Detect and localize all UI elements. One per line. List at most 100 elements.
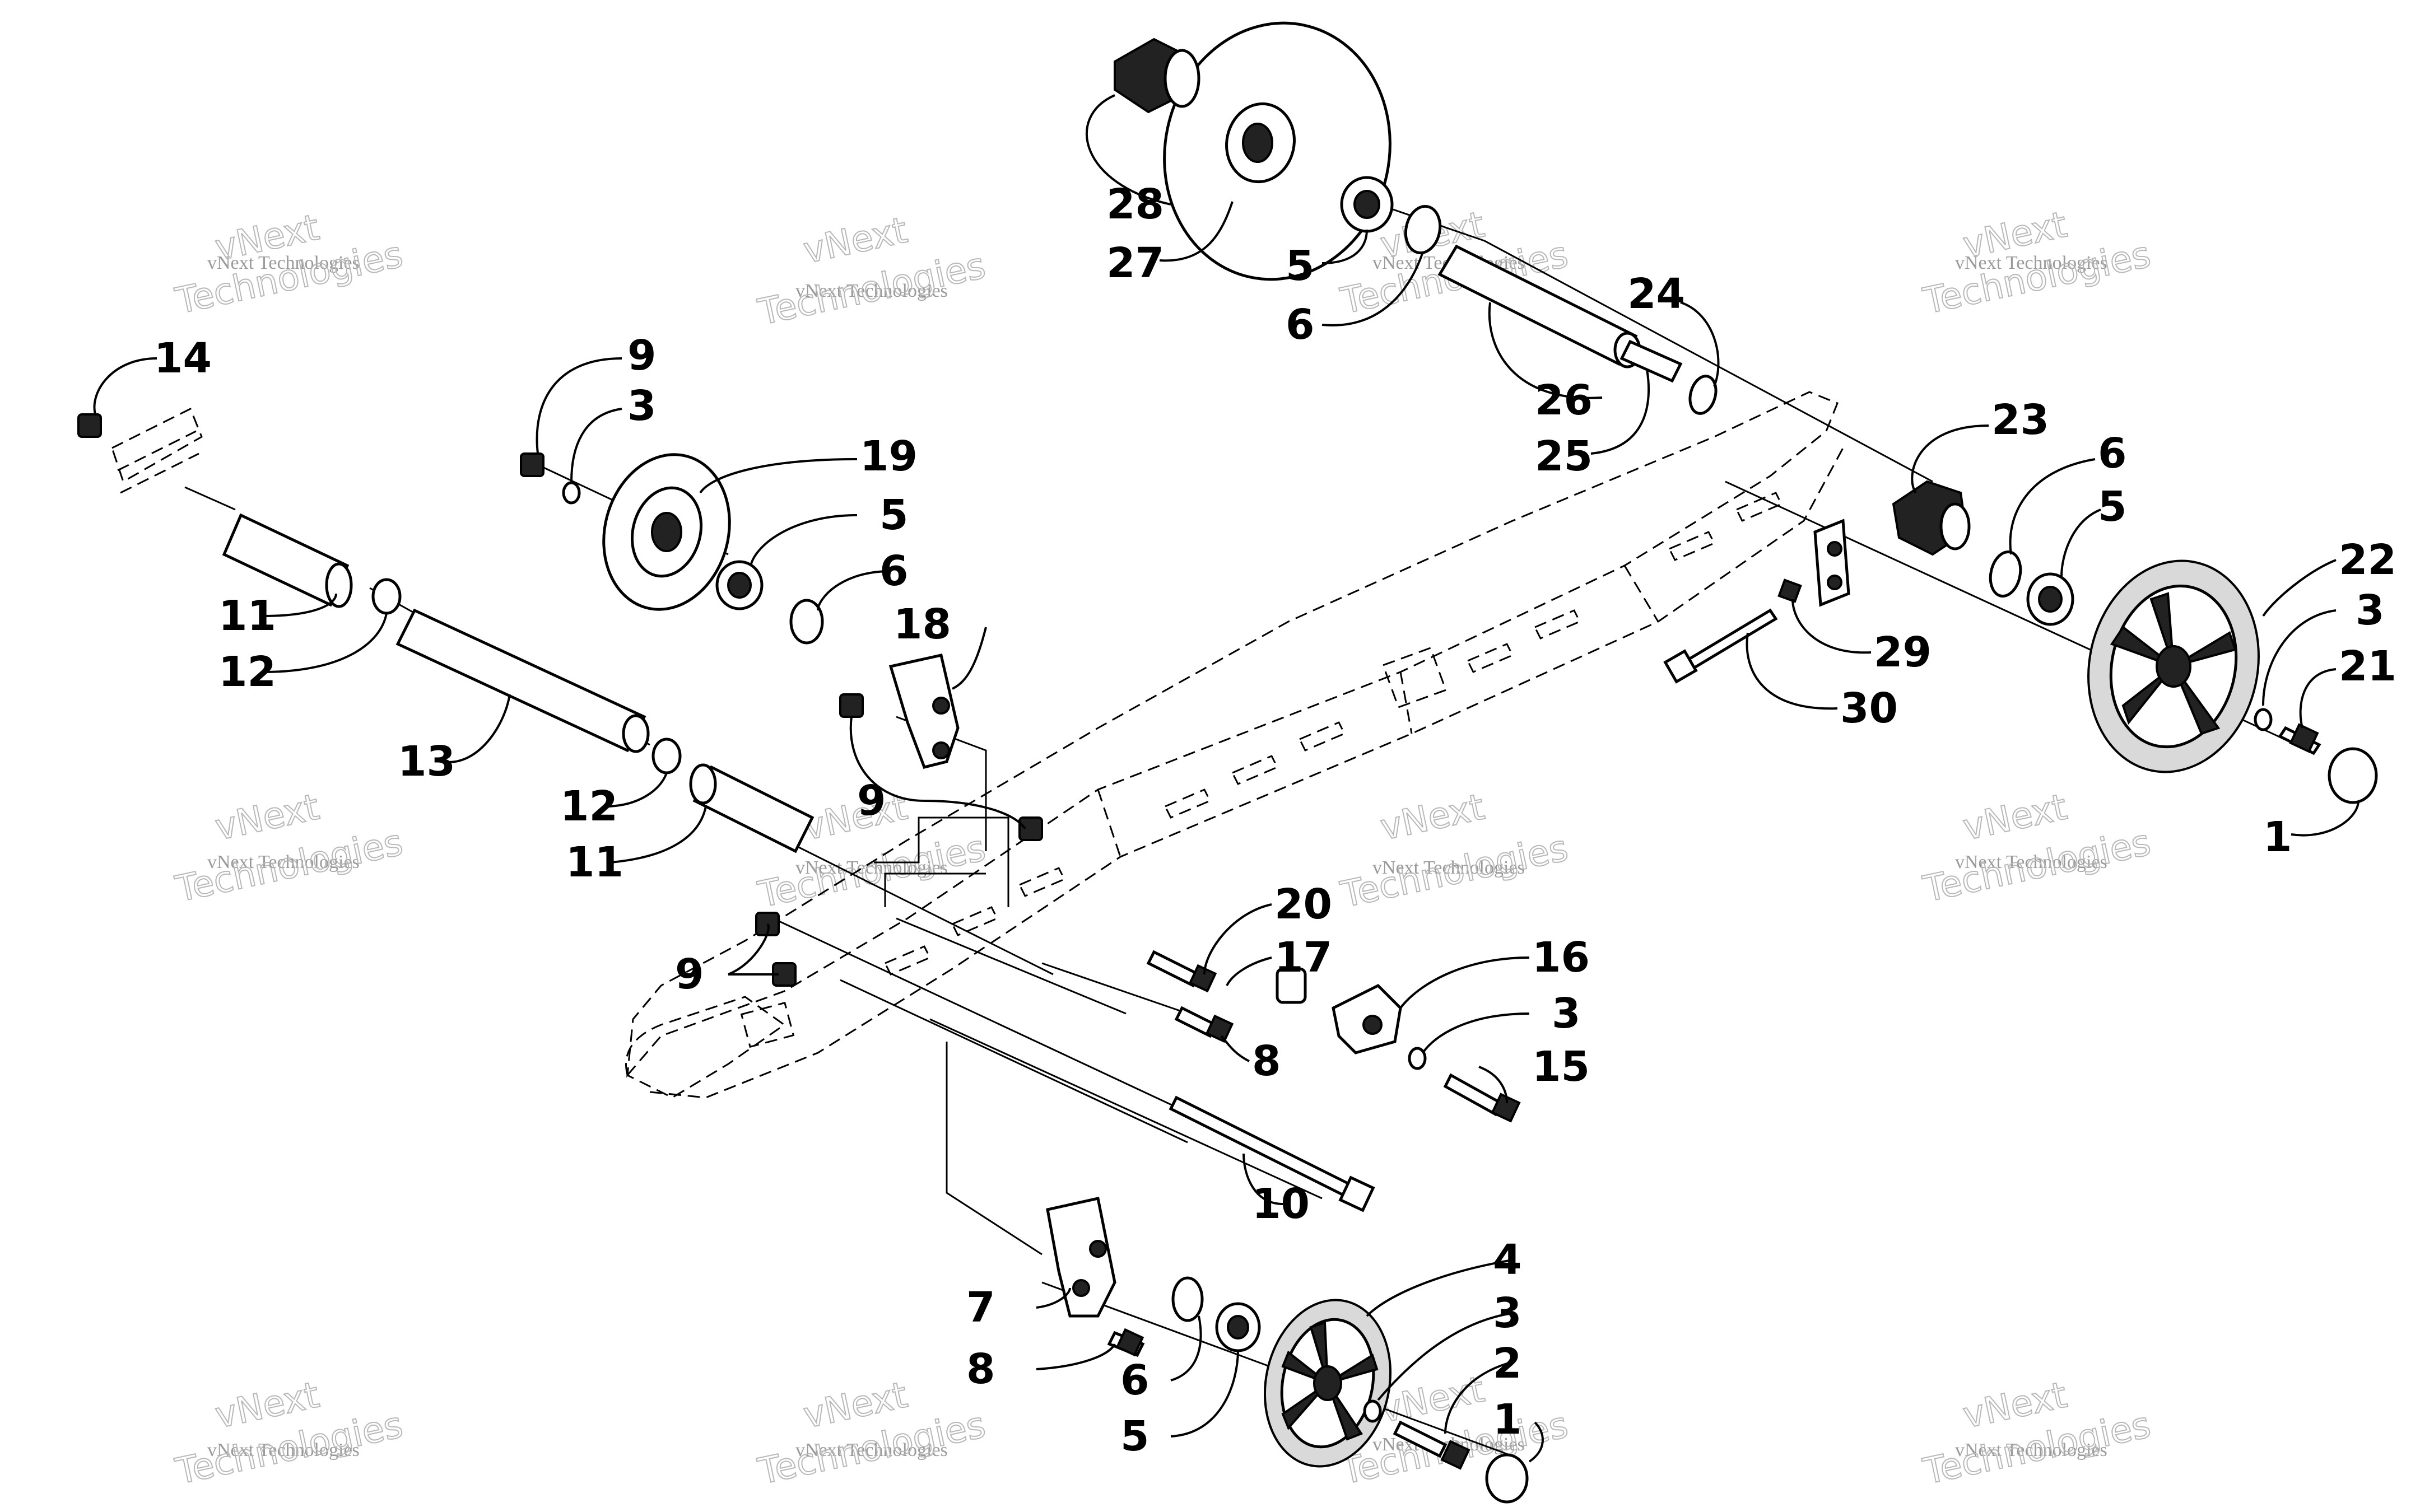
spacer xyxy=(1276,967,1307,1004)
callout-25: 25 xyxy=(1535,432,1593,480)
svg-text:Technologies: Technologies xyxy=(172,822,407,911)
bolt xyxy=(1443,1073,1521,1123)
callout-4: 4 xyxy=(1493,1236,1522,1284)
washer xyxy=(651,738,682,774)
nut xyxy=(1018,816,1043,841)
watermark: vNext Technologies vNext Technologies xyxy=(1337,786,1572,916)
svg-text:vNext Technologies: vNext Technologies xyxy=(795,857,948,878)
cross-shaft xyxy=(395,608,650,753)
bolt xyxy=(2278,723,2321,755)
callout-20: 20 xyxy=(1274,880,1332,928)
watermark: vNext Technologies vNext Technologies xyxy=(754,1374,990,1493)
svg-text:vNext Technologies: vNext Technologies xyxy=(207,1440,360,1460)
callout-6: 6 xyxy=(879,547,909,595)
axle-shaft xyxy=(1437,244,1683,383)
wheel-hub xyxy=(1114,38,1200,114)
callout-1: 1 xyxy=(2263,813,2292,861)
callout-21: 21 xyxy=(2339,642,2396,690)
callout-3: 3 xyxy=(627,382,657,430)
long-bolt xyxy=(1169,1095,1375,1212)
watermark: vNext Technologies vNext Technologies xyxy=(754,209,990,334)
callout-28: 28 xyxy=(1106,180,1164,228)
slide-rail-frame xyxy=(111,391,1844,1099)
callout-18: 18 xyxy=(893,600,951,648)
spoked-idler-wheel xyxy=(1263,1299,1392,1468)
svg-text:Technologies: Technologies xyxy=(1337,828,1572,916)
callout-2: 2 xyxy=(1493,1340,1522,1388)
svg-text:vNext: vNext xyxy=(1377,786,1488,848)
svg-text:vNext Technologies: vNext Technologies xyxy=(207,852,360,872)
nut xyxy=(839,693,864,718)
bearing xyxy=(1215,1302,1261,1352)
nut xyxy=(77,413,102,438)
callout-17: 17 xyxy=(1274,934,1332,982)
callout-19: 19 xyxy=(860,432,918,480)
callout-23: 23 xyxy=(1991,396,2049,444)
callout-5: 5 xyxy=(879,491,909,539)
axle-bracket xyxy=(888,654,960,769)
pivot-block xyxy=(1332,983,1402,1054)
watermark: vNext Technologies vNext Technologies xyxy=(171,206,407,323)
callout-5: 5 xyxy=(2098,483,2127,531)
callout-1: 1 xyxy=(1493,1396,1522,1444)
nut xyxy=(520,452,544,477)
svg-text:vNext Technologies: vNext Technologies xyxy=(207,253,360,273)
snap-ring xyxy=(789,599,824,645)
callout-29: 29 xyxy=(1874,628,1932,676)
svg-text:vNext: vNext xyxy=(212,786,323,848)
large-idler-wheel xyxy=(1163,21,1392,281)
callout-12: 12 xyxy=(560,782,618,830)
watermark-group: vNext Technologies vNext Technologies vN… xyxy=(171,203,2155,1493)
callout-14: 14 xyxy=(154,334,212,382)
callout-9: 9 xyxy=(627,332,657,380)
svg-text:vNext: vNext xyxy=(1377,1369,1488,1431)
axle-bracket xyxy=(1046,1197,1116,1318)
bolt xyxy=(1174,1006,1234,1043)
washer xyxy=(371,578,402,615)
spoked-idler-wheel xyxy=(2087,559,2260,773)
callout-15: 15 xyxy=(1532,1043,1590,1091)
callout-6: 6 xyxy=(1286,301,1315,349)
callout-8: 8 xyxy=(1252,1037,1281,1085)
callout-12: 12 xyxy=(218,648,276,696)
block-bracket xyxy=(1813,519,1850,607)
watermark: vNext Technologies vNext Technologies xyxy=(171,786,407,911)
callout-3: 3 xyxy=(2356,586,2385,634)
callout-11: 11 xyxy=(218,592,276,640)
spacer-tube xyxy=(222,513,353,608)
callout-24: 24 xyxy=(1627,270,1685,318)
long-bolt xyxy=(1663,608,1778,684)
washer xyxy=(1363,1399,1382,1423)
callout-3: 3 xyxy=(1552,990,1581,1038)
svg-text:vNext Technologies: vNext Technologies xyxy=(795,281,948,301)
callout-26: 26 xyxy=(1535,376,1593,424)
svg-text:vNext: vNext xyxy=(800,209,911,272)
callout-22: 22 xyxy=(2339,536,2396,584)
bearing xyxy=(715,560,764,610)
hub-cap xyxy=(2328,747,2378,804)
callout-6: 6 xyxy=(1120,1356,1150,1404)
callout-9: 9 xyxy=(857,777,886,825)
callout-16: 16 xyxy=(1532,934,1590,982)
spacer-tube xyxy=(689,763,815,853)
callout-7: 7 xyxy=(966,1284,995,1332)
svg-text:vNext: vNext xyxy=(1960,786,2070,848)
snap-ring xyxy=(1404,204,1442,255)
hub-cap xyxy=(1485,1453,1529,1504)
washer xyxy=(562,481,581,505)
svg-text:vNext Technologies: vNext Technologies xyxy=(1955,253,2107,273)
callout-9: 9 xyxy=(675,950,704,998)
svg-text:vNext Technologies: vNext Technologies xyxy=(1372,857,1525,878)
watermark: vNext Technologies vNext Technologies xyxy=(1919,1374,2155,1493)
washer xyxy=(2254,708,2273,731)
callout-3: 3 xyxy=(1493,1289,1522,1337)
callout-5: 5 xyxy=(1120,1412,1150,1460)
inner-idler-wheel xyxy=(602,453,731,611)
callout-13: 13 xyxy=(398,738,455,786)
callout-10: 10 xyxy=(1252,1180,1310,1228)
watermark: vNext Technologies vNext Technologies xyxy=(1919,786,2155,911)
svg-text:vNext Technologies: vNext Technologies xyxy=(795,1440,948,1460)
callout-6: 6 xyxy=(2098,430,2127,478)
bolt xyxy=(1146,950,1217,993)
